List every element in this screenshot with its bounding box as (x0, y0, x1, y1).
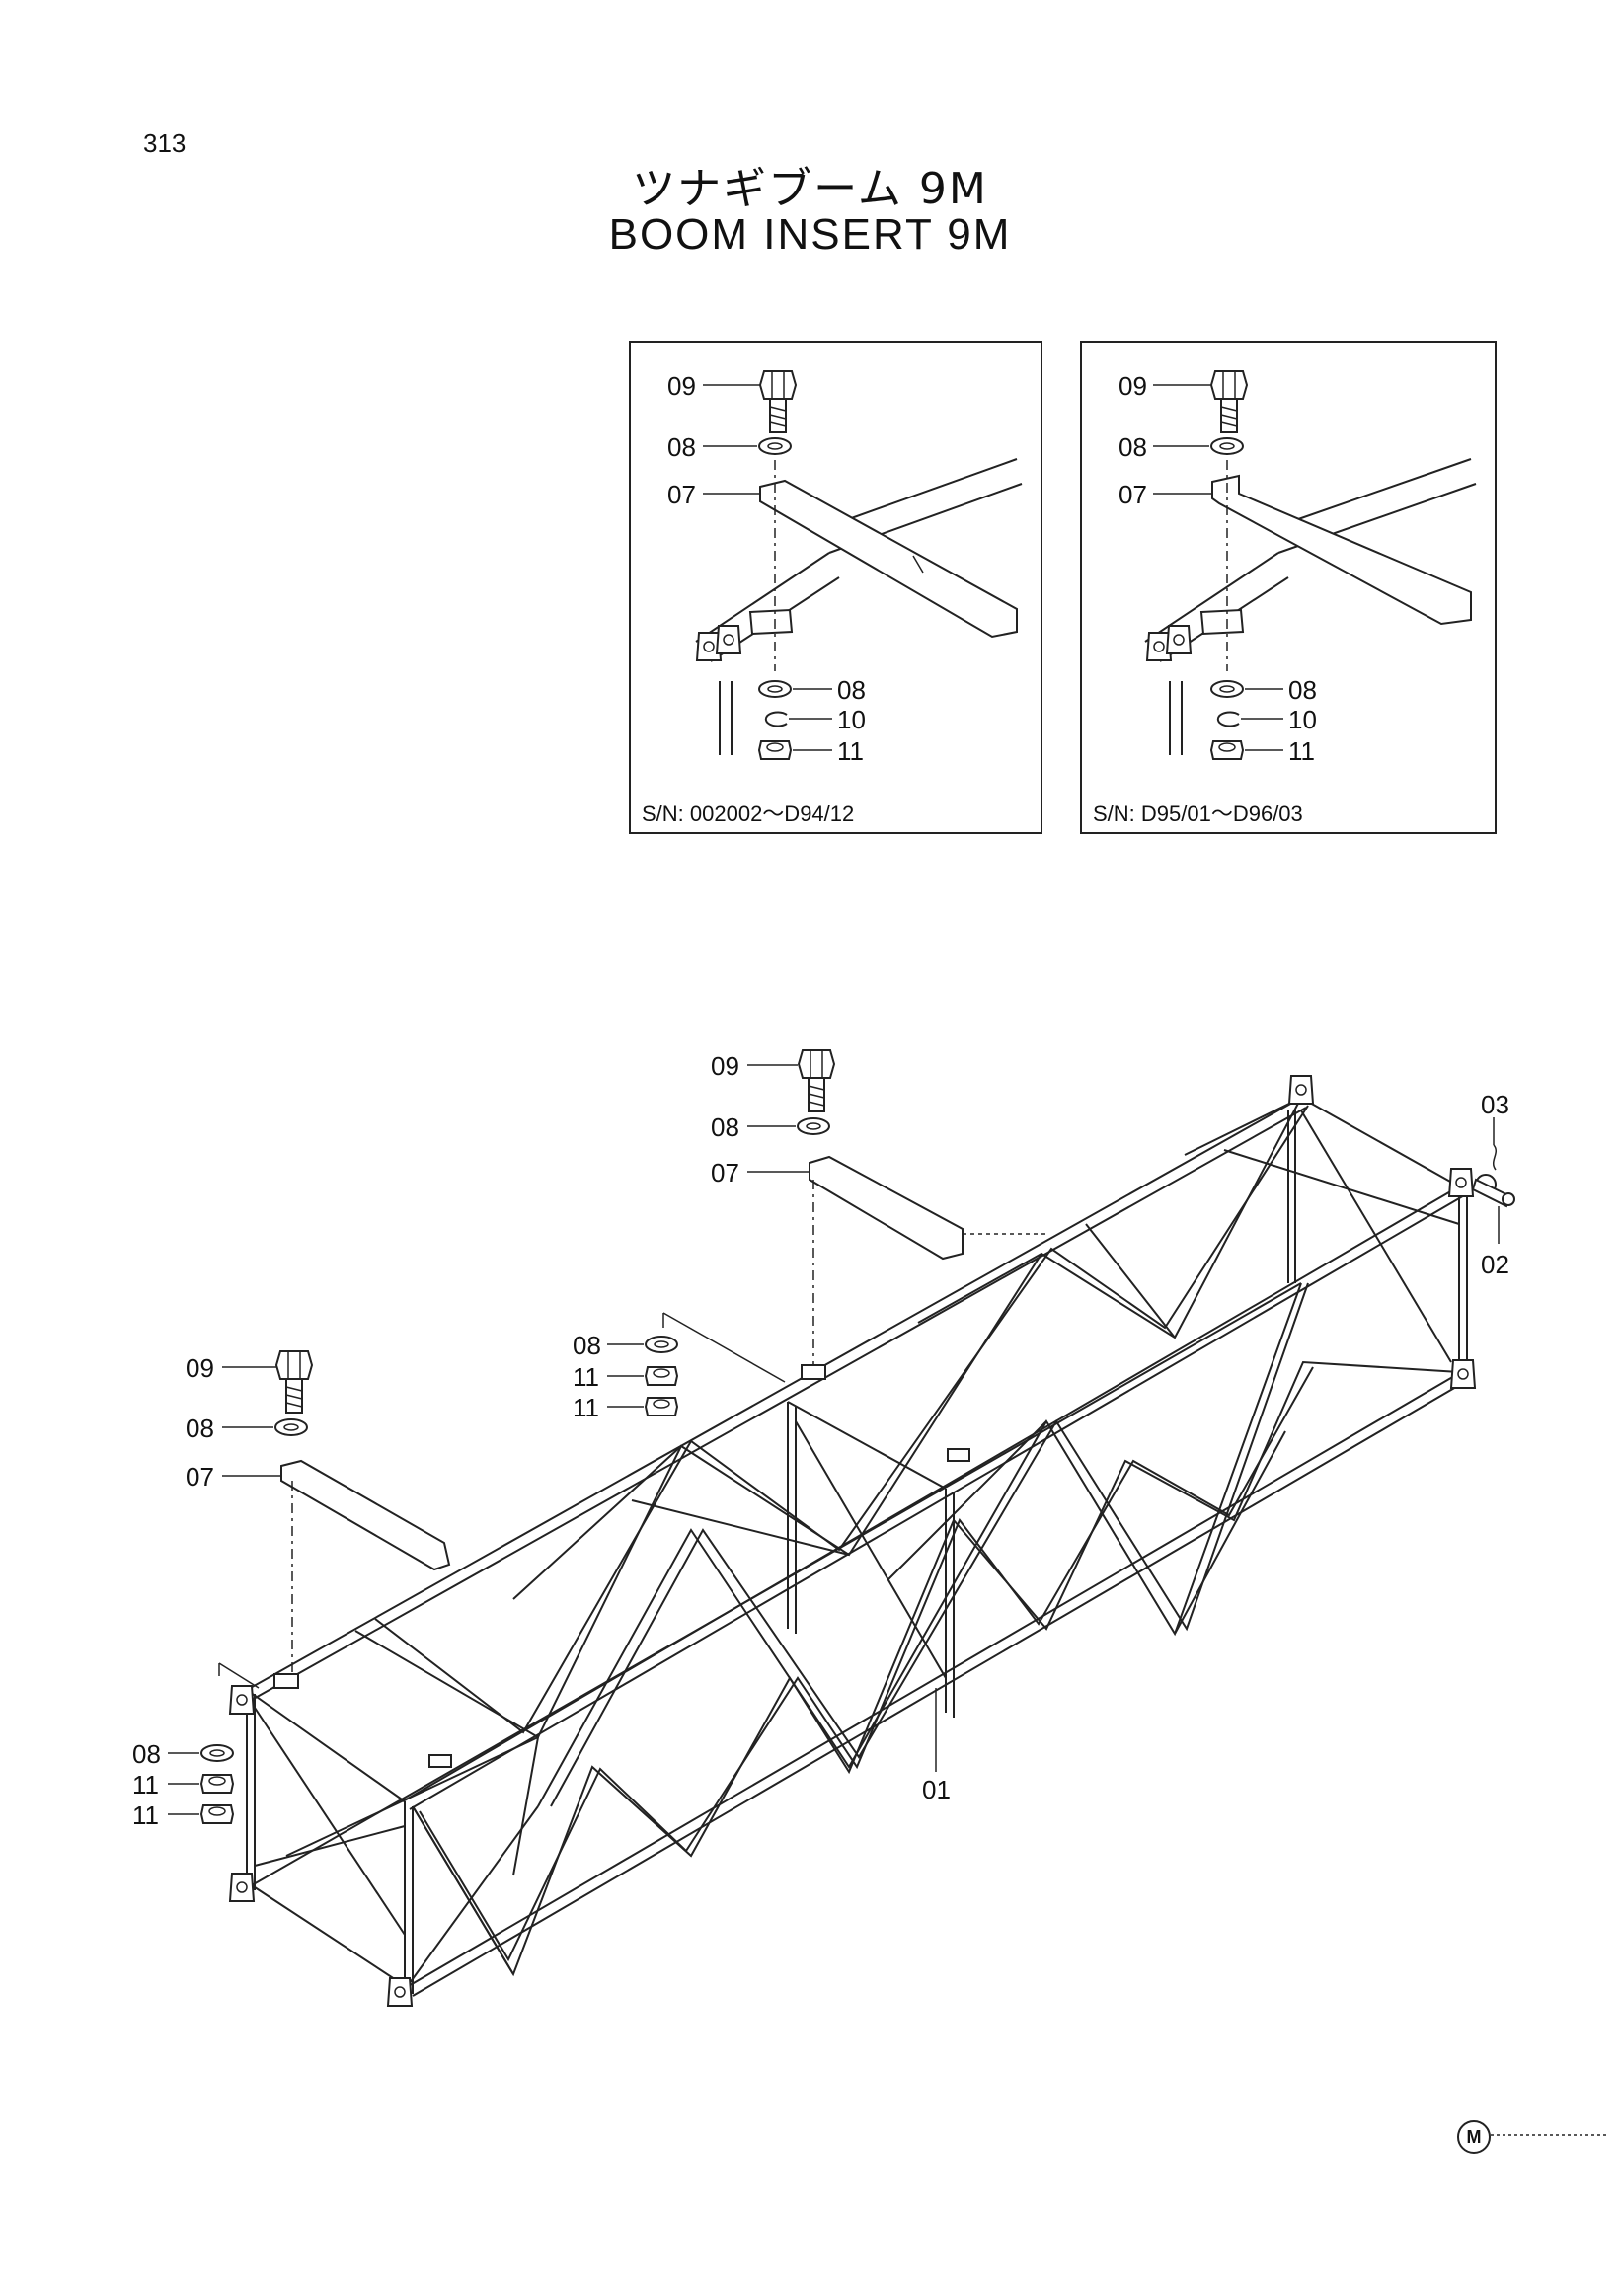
inset1-label-10: 10 (837, 705, 866, 734)
inset1-label-08b: 08 (837, 675, 866, 705)
page-number: 313 (143, 128, 187, 158)
callout-bottom: 08 11 11 (132, 1662, 260, 1830)
title-japanese: ツナギブーム 9M (632, 164, 988, 214)
inset2-label-11: 11 (1288, 736, 1315, 766)
inset2-label-07: 07 (1119, 480, 1147, 509)
top-label-08: 08 (711, 1112, 739, 1142)
bottom-label-11b: 11 (132, 1800, 159, 1830)
callout-top: 09 08 07 (711, 1049, 1046, 1365)
top-label-09: 09 (711, 1051, 739, 1081)
pin-lug (696, 625, 741, 661)
left-label-07: 07 (186, 1462, 214, 1492)
label-02: 02 (1481, 1250, 1509, 1279)
mid-label-11a: 11 (573, 1362, 599, 1392)
label-01: 01 (922, 1775, 951, 1804)
inset1-label-07: 07 (667, 480, 696, 509)
label-03: 03 (1481, 1090, 1509, 1119)
bottom-label-08: 08 (132, 1739, 161, 1769)
mid-label-11b: 11 (573, 1393, 599, 1422)
callout-mid: 08 11 11 (573, 1312, 786, 1422)
left-label-08: 08 (186, 1414, 214, 1443)
inset2-serial: S/N: D95/01～D96/03 (1093, 802, 1303, 826)
top-label-07: 07 (711, 1158, 739, 1187)
pin-assembly: 03 02 (1471, 1090, 1515, 1279)
mid-label-08: 08 (573, 1331, 601, 1360)
inset-box-1: 09 08 07 08 10 11 S/N: 002002～D94/12 (629, 341, 1042, 834)
inset1-label-11: 11 (837, 736, 864, 766)
title-english: BOOM INSERT 9M (608, 210, 1012, 259)
boom-lattice (229, 1075, 1476, 2007)
inset1-label-08: 08 (667, 432, 696, 462)
bottom-label-11a: 11 (132, 1770, 159, 1799)
inset2-label-10: 10 (1288, 705, 1317, 734)
inset2-label-09: 09 (1119, 371, 1147, 401)
circled-m-symbol: M (1457, 2120, 1491, 2154)
left-label-09: 09 (186, 1353, 214, 1383)
inset-box-2: 09 08 07 08 10 11 S/N: D95/01～D96/03 (1080, 341, 1497, 834)
inset1-label-09: 09 (667, 371, 696, 401)
callout-left: 09 08 07 (186, 1350, 451, 1674)
inset1-serial: S/N: 002002～D94/12 (642, 802, 854, 826)
inset2-label-08: 08 (1119, 432, 1147, 462)
inset2-label-08b: 08 (1288, 675, 1317, 705)
